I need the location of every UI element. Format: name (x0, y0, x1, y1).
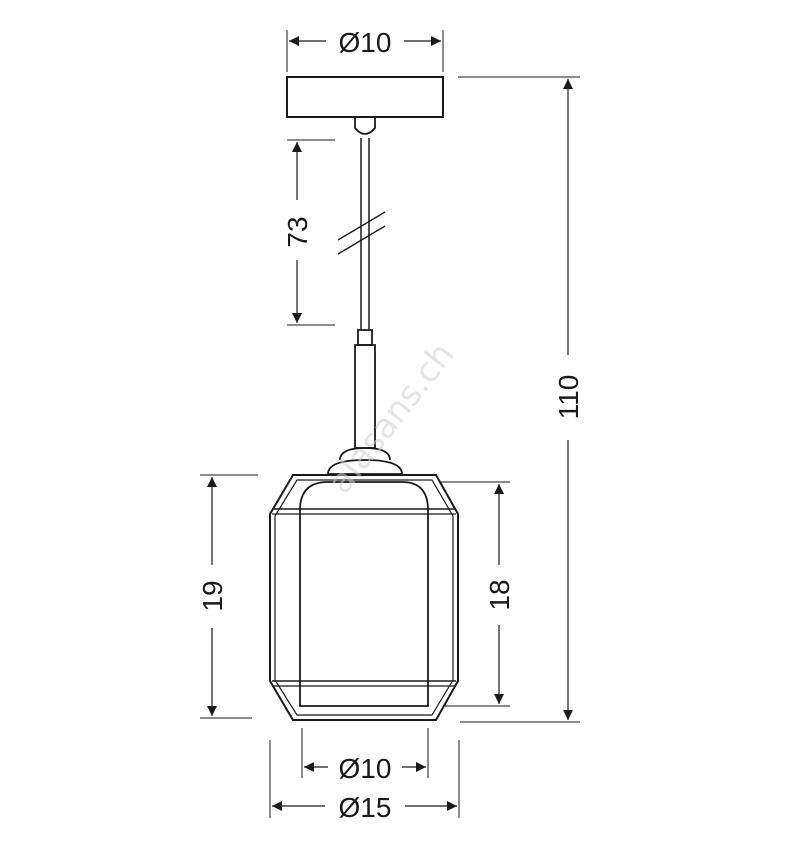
outer-frame-inner-edge (274, 479, 454, 716)
cord-break-mark-2 (337, 225, 386, 255)
dimension-frame-height: 19 (197, 474, 258, 719)
cord-break-mark-1 (337, 211, 386, 241)
glass-shade (299, 481, 429, 707)
label-cord-length: 73 (282, 216, 313, 247)
label-canopy-diameter: Ø10 (339, 27, 392, 58)
dimension-total-height: 110 (458, 76, 584, 723)
dimension-glass-diameter: Ø10 (301, 728, 429, 784)
cord-fitting (357, 329, 373, 346)
label-total-height: 110 (553, 375, 584, 420)
lamp (269, 76, 459, 721)
dimension-glass-height: 18 (440, 481, 515, 707)
ceiling-canopy (286, 76, 444, 118)
dimension-canopy-diameter: Ø10 (286, 27, 444, 72)
label-glass-height: 18 (484, 579, 515, 610)
socket-cup (339, 447, 391, 461)
label-frame-height: 19 (197, 580, 228, 611)
watermark: alasans.ch (320, 335, 462, 501)
socket-base (327, 459, 403, 475)
outer-frame (269, 474, 459, 721)
label-glass-diameter: Ø10 (339, 753, 392, 784)
dimension-cord-length: 73 (282, 139, 335, 326)
cord-grip-top (354, 118, 376, 135)
label-frame-diameter: Ø15 (339, 792, 392, 823)
dimension-frame-diameter: Ø15 (269, 740, 460, 823)
